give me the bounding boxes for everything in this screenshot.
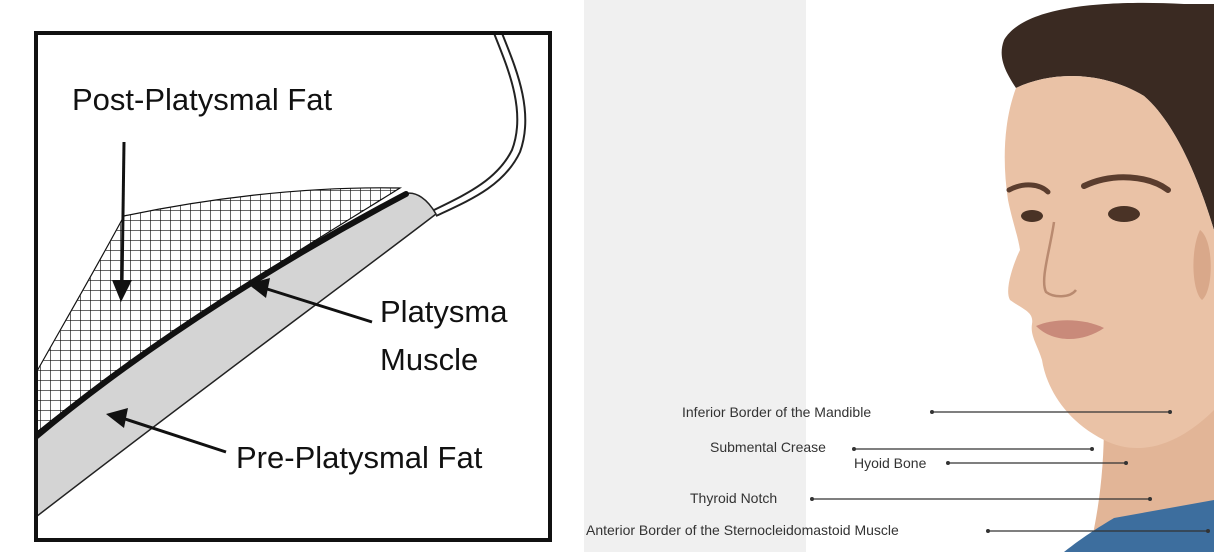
cross-section-diagram: Post-Platysmal Fat Platysma Muscle Pre-P… (0, 0, 584, 552)
label-anterior-border-scm: Anterior Border of the Sternocleidomasto… (586, 522, 899, 538)
label-thyroid-notch: Thyroid Notch (690, 490, 777, 506)
landmark-hyoid-bone: Hyoid Bone (854, 455, 1128, 471)
eye-right (1108, 206, 1140, 222)
label-submental-crease: Submental Crease (710, 439, 826, 455)
landmark-thyroid-notch: Thyroid Notch (690, 490, 1152, 506)
platysma-cross-section-panel: Post-Platysmal Fat Platysma Muscle Pre-P… (0, 0, 584, 552)
neck-landmarks-panel: Inferior Border of the Mandible Submenta… (584, 0, 1214, 552)
skin-outline-outer (430, 28, 517, 212)
eye-left (1021, 210, 1043, 222)
face-illustration: Inferior Border of the Mandible Submenta… (584, 0, 1214, 552)
skin-outline-inner (436, 28, 525, 216)
label-inferior-border-mandible: Inferior Border of the Mandible (682, 404, 871, 420)
label-post-platysmal-fat: Post-Platysmal Fat (72, 82, 333, 117)
label-hyoid-bone: Hyoid Bone (854, 455, 927, 471)
label-platysma-line1: Platysma (380, 294, 508, 329)
label-pre-platysmal-fat: Pre-Platysmal Fat (236, 440, 483, 475)
landmark-submental-crease: Submental Crease (710, 439, 1094, 455)
label-platysma-line2: Muscle (380, 342, 478, 377)
